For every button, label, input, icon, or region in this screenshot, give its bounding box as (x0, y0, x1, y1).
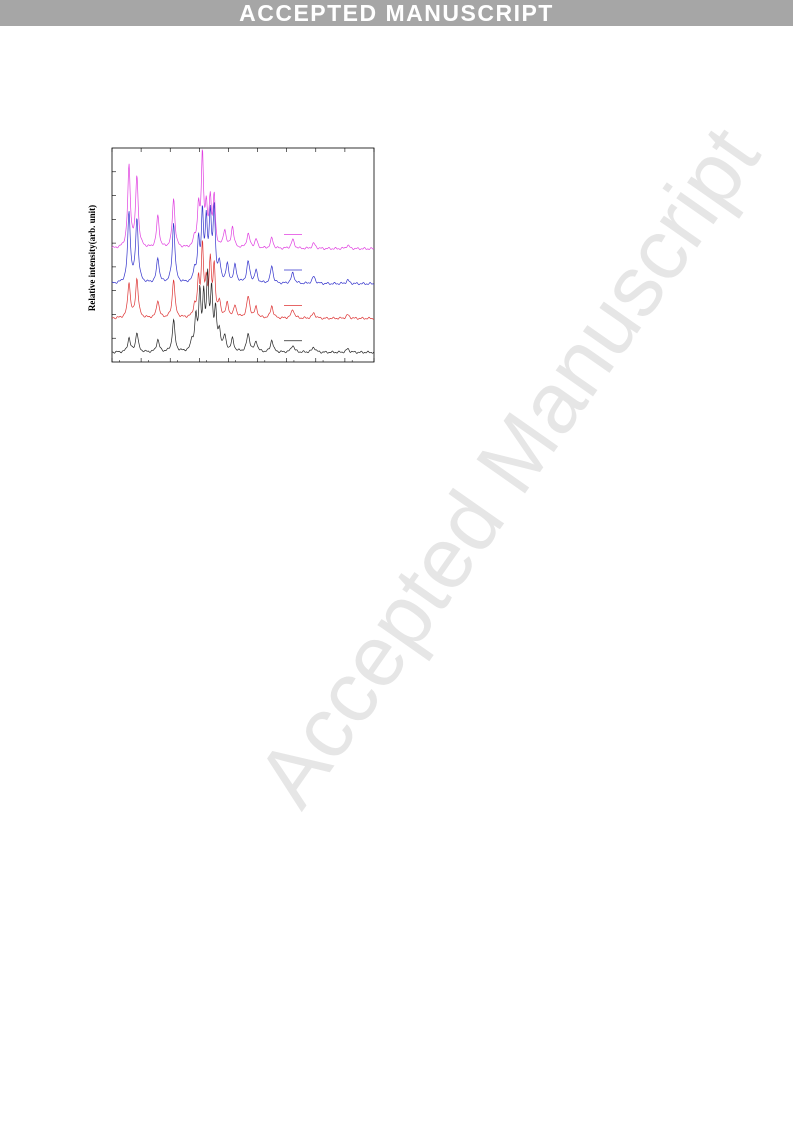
plot-frame (111, 147, 375, 363)
series-line-1 (111, 202, 375, 286)
series-line-2 (111, 240, 375, 320)
chart-series-group (111, 149, 375, 354)
series-line-0 (111, 149, 375, 251)
xrd-line-chart: Relative intensity(arb. unit) (87, 147, 375, 363)
accepted-manuscript-banner: ACCEPTED MANUSCRIPT (0, 0, 793, 26)
chart-legend-marks (284, 234, 302, 342)
xrd-figure: Relative intensity(arb. unit) (84, 138, 384, 370)
chart-axes (111, 147, 375, 363)
banner-text: ACCEPTED MANUSCRIPT (239, 0, 554, 26)
y-axis-label: Relative intensity(arb. unit) (87, 205, 97, 311)
series-line-3 (111, 268, 375, 354)
chart-ticks (111, 148, 375, 362)
